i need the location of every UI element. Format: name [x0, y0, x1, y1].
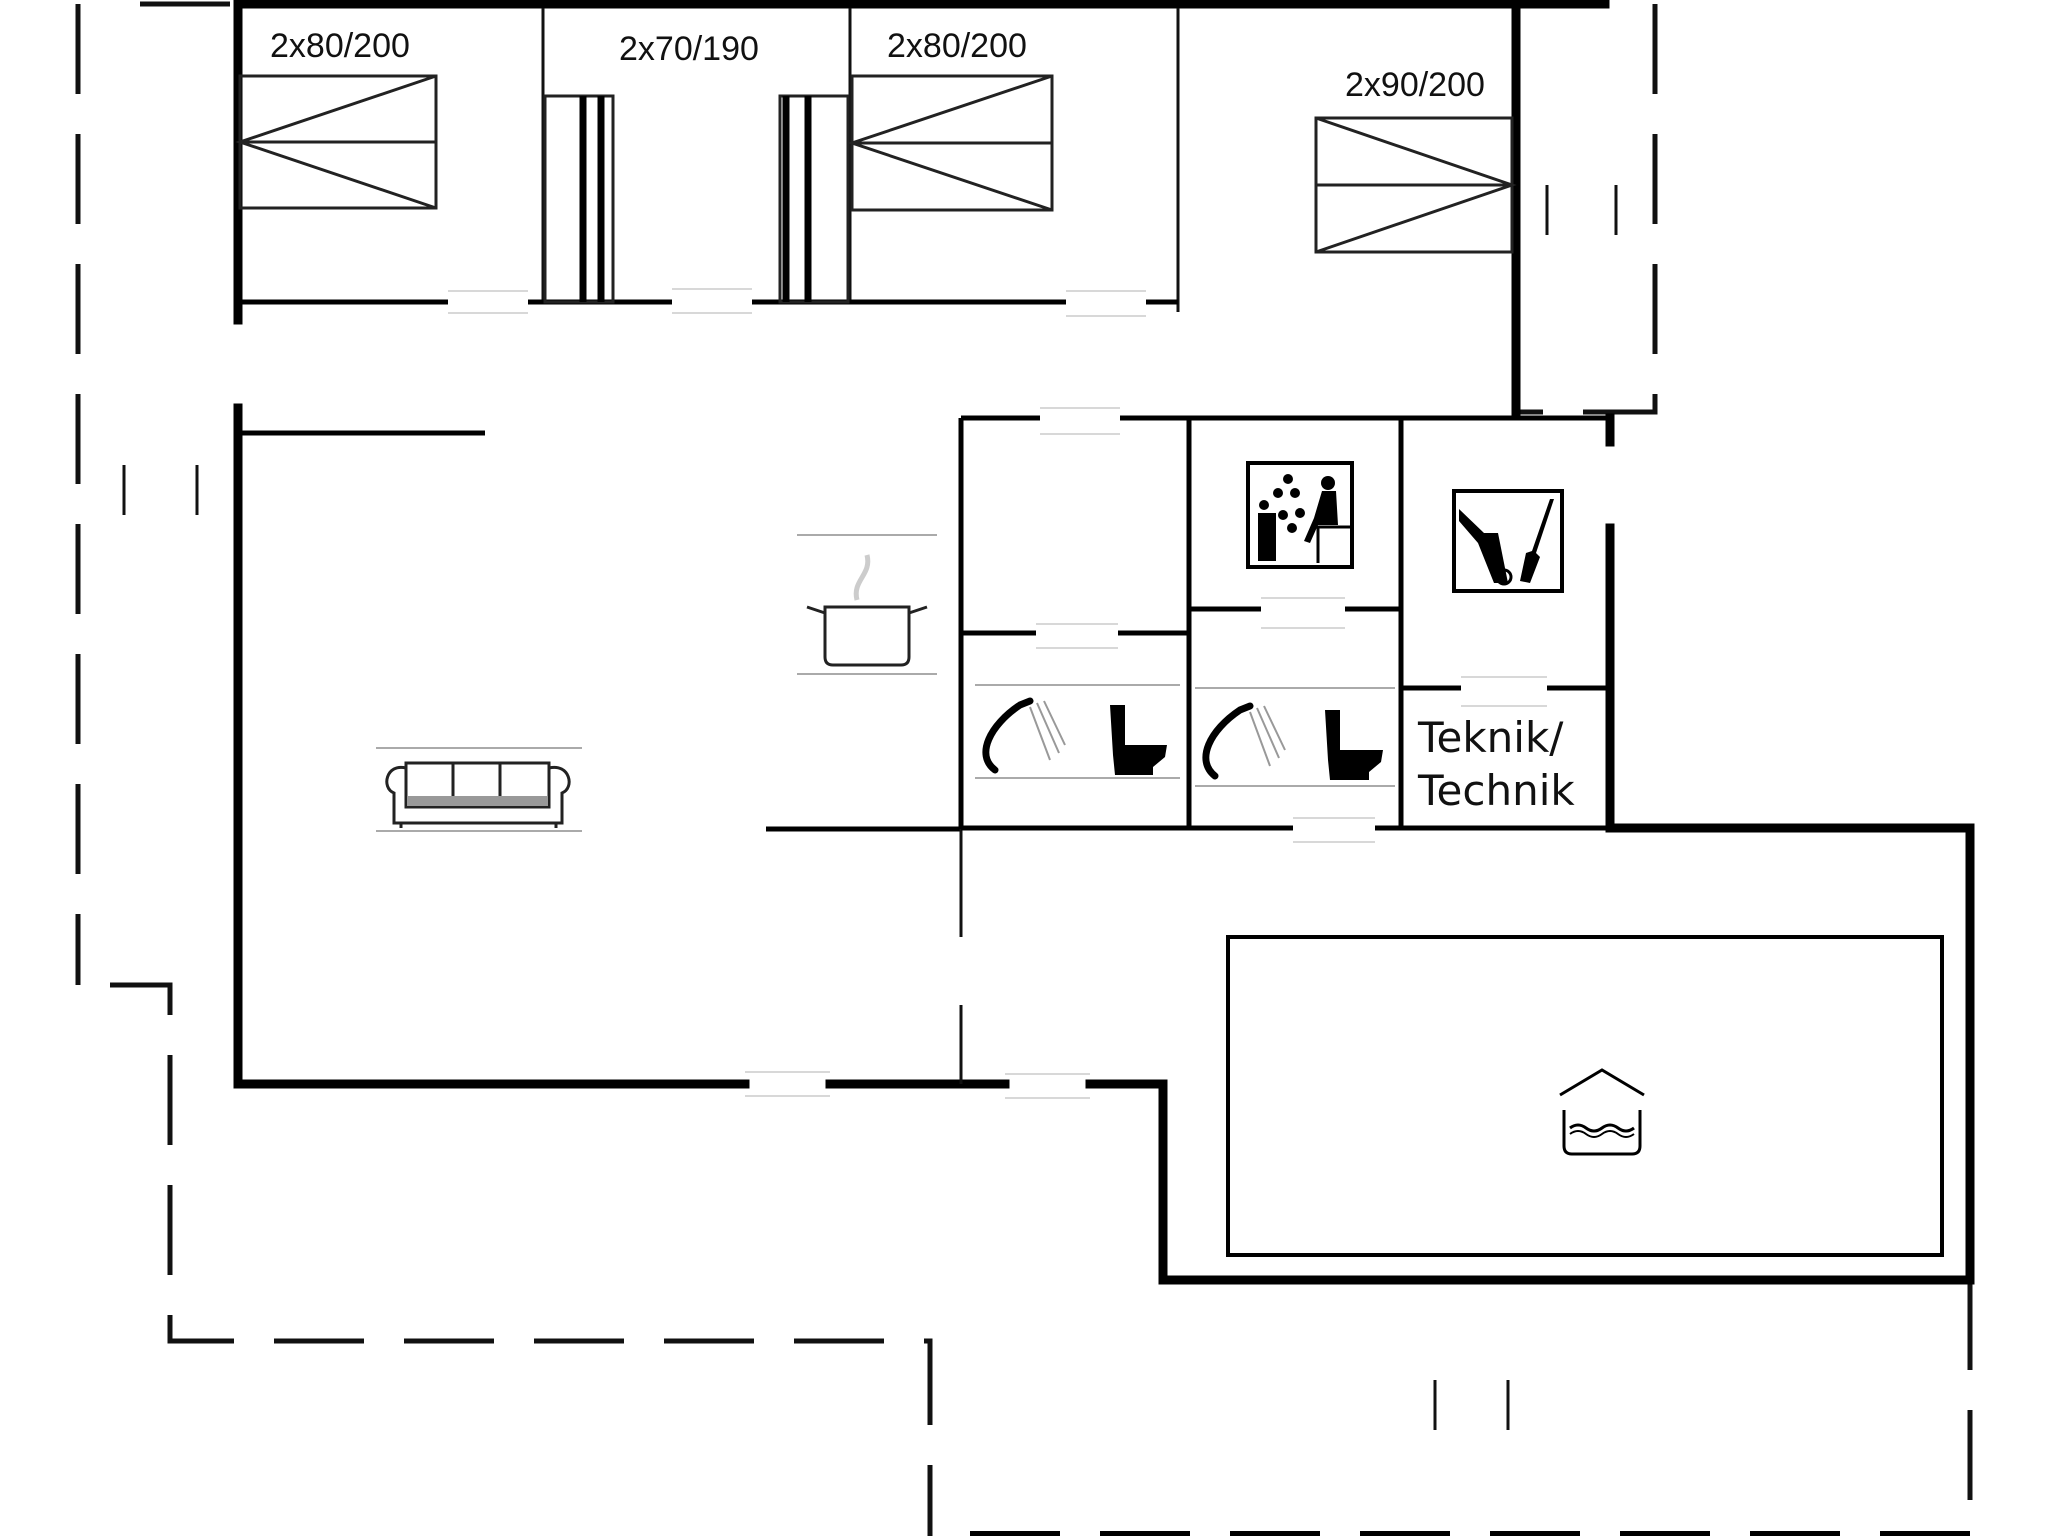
- bed-size-label: 2x90/200: [1345, 66, 1485, 104]
- utility-room-icon: [1452, 489, 1564, 593]
- pool-room: [1226, 935, 1944, 1257]
- indoor-pool-icon: [1559, 1068, 1645, 1156]
- kitchen: [797, 534, 937, 675]
- technical-room-label-line2: Technik: [1417, 766, 1575, 815]
- window-marks: [122, 185, 1618, 1430]
- toilet-icon: [1325, 710, 1383, 780]
- sofa-icon: [376, 747, 582, 832]
- bedroom-1: 2x80/200: [235, 27, 438, 210]
- double-bed-icon: [235, 74, 438, 210]
- bedroom-4: 2x90/200: [1314, 66, 1517, 254]
- terrace-outline: [75, 1, 1973, 1536]
- technical-room: Teknik/ Technik: [1417, 713, 1575, 815]
- bunk-bed-icon: [778, 94, 850, 304]
- shower-icon: [982, 697, 1066, 774]
- technical-room-label-line1: Teknik/: [1417, 713, 1564, 762]
- bed-size-label: 2x80/200: [887, 27, 1027, 65]
- sauna-icon: [1246, 461, 1354, 569]
- double-bed-icon: [847, 74, 1054, 212]
- toilet-icon: [1110, 705, 1167, 775]
- double-bed-icon: [1314, 116, 1517, 254]
- bathroom-2: [1195, 687, 1395, 787]
- shower-icon: [1202, 702, 1286, 780]
- bunk-bed-icon: [543, 94, 615, 304]
- bedroom-3: 2x80/200: [847, 27, 1054, 212]
- bedroom-2: 2x70/190: [543, 30, 850, 304]
- cooking-pot-icon: [797, 534, 937, 675]
- living-room: [233, 403, 1975, 1285]
- bathroom-1: [975, 684, 1180, 779]
- bed-size-label: 2x70/190: [619, 30, 759, 68]
- bed-size-label: 2x80/200: [270, 27, 410, 65]
- service-block: [958, 407, 1615, 843]
